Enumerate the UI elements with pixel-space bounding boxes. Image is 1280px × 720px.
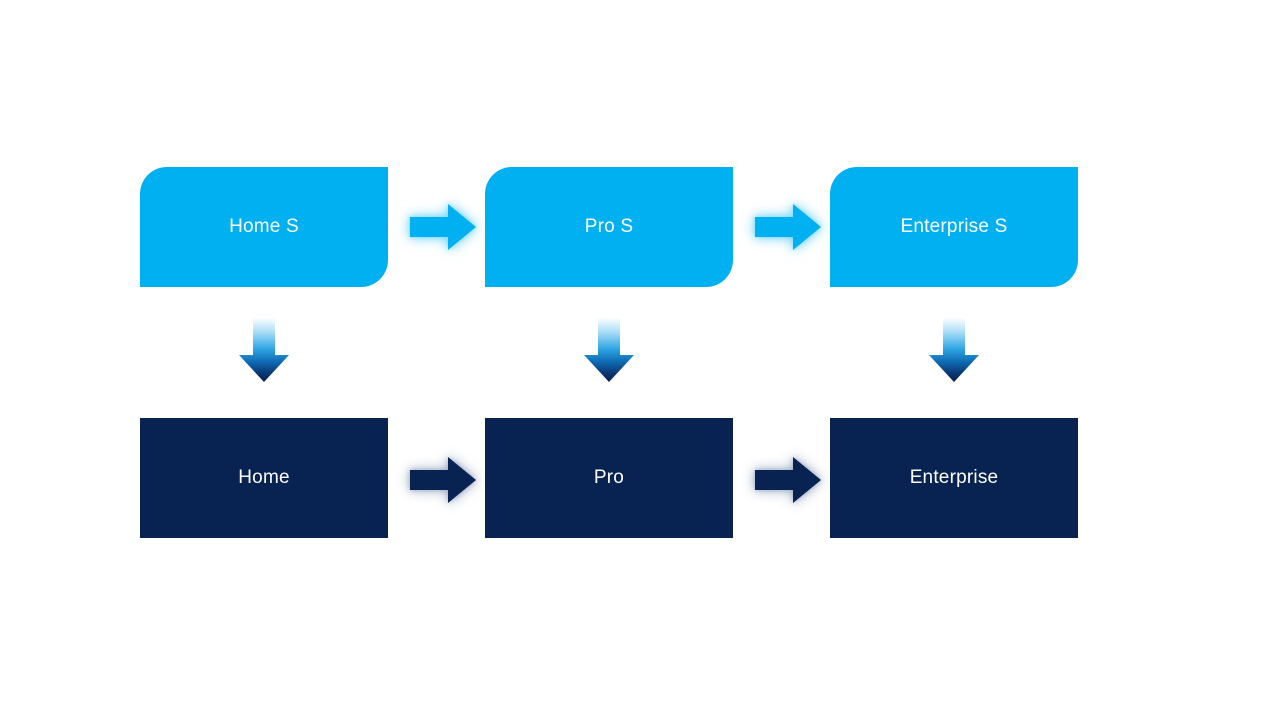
node-home-s: Home S <box>140 167 388 287</box>
arrow-down-icon <box>584 318 634 382</box>
node-enterprise-s: Enterprise S <box>830 167 1078 287</box>
arrow-right-icon <box>410 455 476 505</box>
arrow-right-icon <box>410 202 476 252</box>
node-pro: Pro <box>485 418 733 538</box>
arrow-right-icon <box>755 455 821 505</box>
node-home: Home <box>140 418 388 538</box>
arrow-down-icon <box>929 318 979 382</box>
node-label: Home S <box>229 216 299 237</box>
arrow-right-icon <box>755 202 821 252</box>
node-label: Enterprise S <box>900 216 1008 237</box>
node-pro-s: Pro S <box>485 167 733 287</box>
arrow-down-icon <box>239 318 289 382</box>
node-label: Pro S <box>584 216 634 237</box>
node-label: Pro <box>593 467 625 488</box>
node-label: Enterprise <box>909 467 999 488</box>
node-label: Home <box>238 467 290 488</box>
node-enterprise: Enterprise <box>830 418 1078 538</box>
